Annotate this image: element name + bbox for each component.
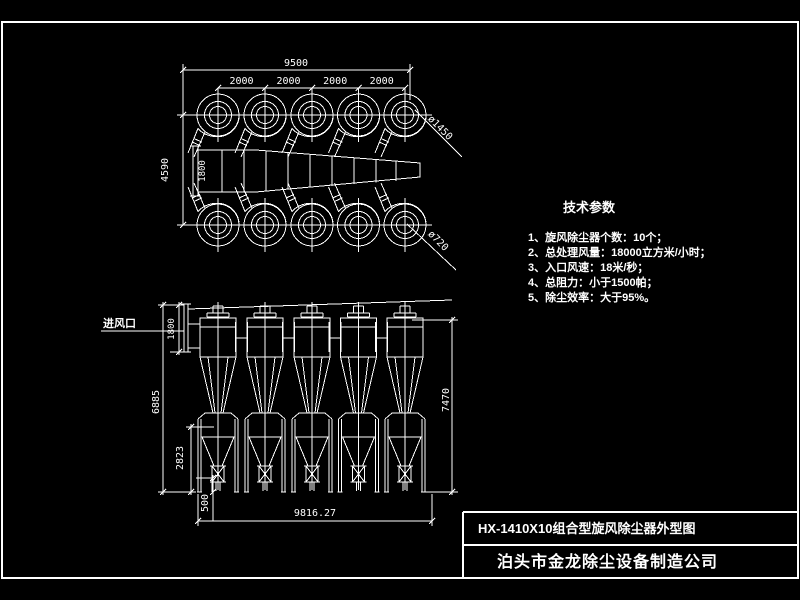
tech-params-item: 4、总阻力：小于1500帕；: [528, 275, 658, 289]
dim-body-height: 6885: [151, 390, 162, 414]
tech-params-item: 1、旋风除尘器个数：10个；: [528, 230, 667, 244]
dim-support-height: 2823: [175, 446, 186, 470]
drawing-title: HX-1410X10组合型旋风除尘器外型图: [478, 521, 695, 536]
dim-overall-width: 9500: [284, 58, 308, 69]
label-body-diameter: ø1450: [425, 114, 454, 143]
drawing-frame: [1, 21, 799, 579]
dim-overall-length: 9816.27: [294, 508, 336, 519]
dim-bay-spacing-3: 2000: [323, 76, 347, 87]
label-inlet: 进风口: [103, 316, 136, 330]
elevation-view: 进风口 1800 6885 2823 500 74: [101, 299, 458, 526]
tech-params-item: 5、除尘效率：大于95%。: [528, 290, 655, 304]
dim-bay-spacing-1: 2000: [229, 76, 253, 87]
tech-params-item: 2、总处理风量：18000立方米/小时；: [528, 245, 711, 259]
dim-bay-spacing-2: 2000: [276, 76, 300, 87]
dim-inlet-width-plan: 1800: [198, 160, 208, 182]
title-block: HX-1410X10组合型旋风除尘器外型图 泊头市金龙除尘设备制造公司: [462, 511, 798, 578]
dim-bay-spacing-4: 2000: [370, 76, 394, 87]
tech-params: 技术参数 1、旋风除尘器个数：10个； 2、总处理风量：18000立方米/小时；…: [528, 200, 711, 304]
company-name: 泊头市金龙除尘设备制造公司: [497, 552, 718, 571]
dim-discharge-height: 500: [200, 494, 211, 512]
plan-view: 1800 9500 2000 2000 2000 2000 4590 ø1450…: [160, 58, 463, 271]
dim-row-spacing: 4590: [160, 158, 171, 182]
tech-params-heading: 技术参数: [563, 200, 616, 215]
label-outlet-diameter: ø720: [425, 229, 450, 254]
tech-params-item: 3、入口风速：18米/秒；: [528, 260, 648, 274]
dim-total-height: 7470: [441, 388, 452, 412]
dim-inlet-height: 1800: [167, 318, 177, 340]
